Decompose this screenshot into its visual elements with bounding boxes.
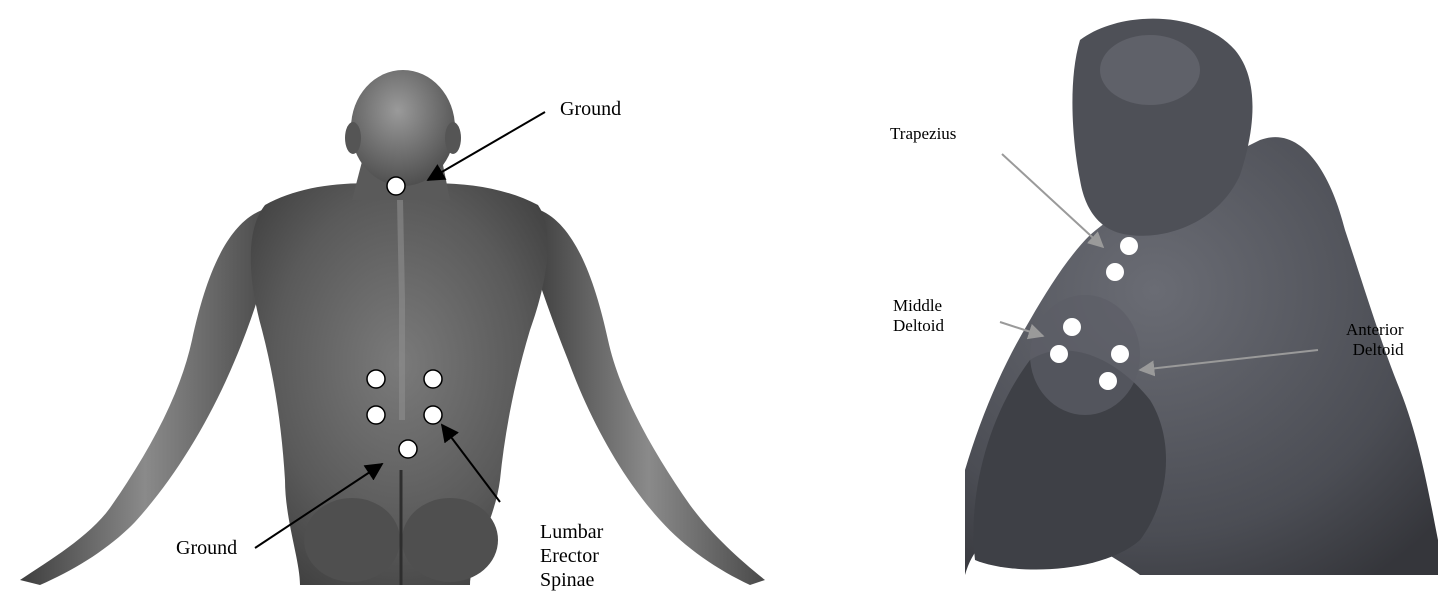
oblique-view-figure [965, 19, 1438, 575]
back-view-figure [20, 70, 765, 585]
electrode-lumbar-2 [424, 370, 442, 388]
label-ground-bottom: Ground [176, 536, 237, 560]
electrode-lumbar-1 [367, 370, 385, 388]
label-ground-top: Ground [560, 97, 621, 121]
left-arm [20, 210, 270, 585]
label-trapezius: Trapezius [890, 124, 956, 144]
label-middle-deltoid: Middle Deltoid [893, 296, 944, 337]
electrode-trapezius-1 [1120, 237, 1138, 255]
left-buttock [304, 498, 400, 582]
electrode-lumbar-3 [367, 406, 385, 424]
electrode-trapezius-2 [1106, 263, 1124, 281]
oblique-head-highlight [1100, 35, 1200, 105]
label-lumbar-erector-spinae: Lumbar Erector Spinae [540, 520, 603, 592]
electrode-anterior-deltoid-2 [1099, 372, 1117, 390]
right-ear [445, 122, 461, 154]
left-ear [345, 122, 361, 154]
electrode-sacral-ground [399, 440, 417, 458]
right-buttock [402, 498, 498, 582]
spine-line [400, 200, 402, 420]
electrode-neck-ground [387, 177, 405, 195]
electrode-lumbar-4 [424, 406, 442, 424]
electrode-middle-deltoid-2 [1050, 345, 1068, 363]
electrode-anterior-deltoid-1 [1111, 345, 1129, 363]
electrode-middle-deltoid-1 [1063, 318, 1081, 336]
label-anterior-deltoid: Anterior Deltoid [1346, 320, 1404, 361]
head [351, 70, 455, 186]
